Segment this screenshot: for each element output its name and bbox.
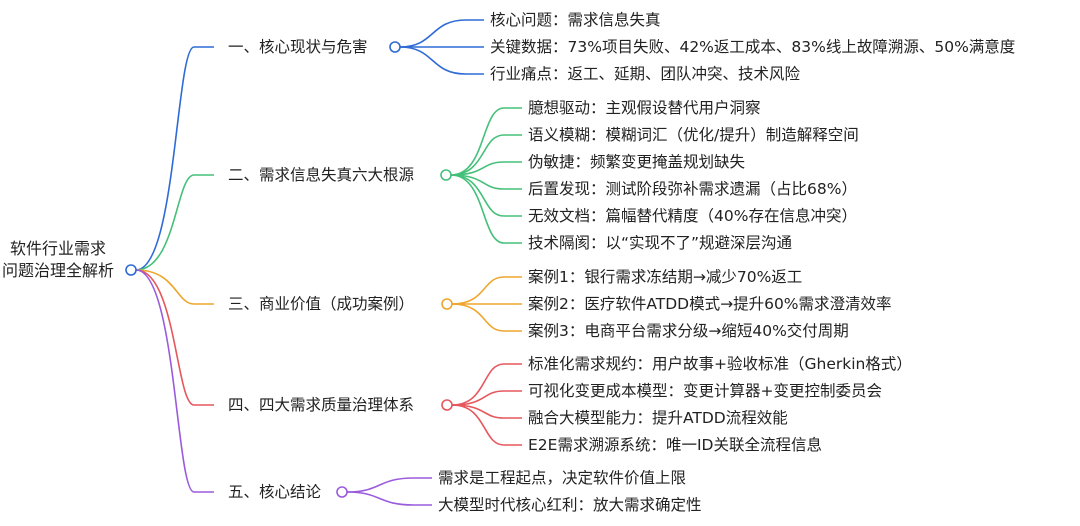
leaf-node[interactable]: 标准化需求规约：用户故事+验收标准（Gherkin格式） bbox=[528, 355, 912, 373]
leaf-connector bbox=[450, 161, 522, 176]
branch-connector bbox=[135, 269, 214, 493]
leaf-node[interactable]: 大模型时代核心红利：放大需求确定性 bbox=[438, 496, 702, 514]
leaf-connector bbox=[450, 174, 522, 217]
branch-node-5[interactable]: 五、核心结论 bbox=[228, 483, 322, 501]
leaf-node[interactable]: 无效文档：篇幅替代精度（40%存在信息冲突） bbox=[528, 207, 857, 225]
branch-node-3[interactable]: 三、商业价值（成功案例） bbox=[228, 295, 415, 313]
branch-node-2[interactable]: 二、需求信息失真六大根源 bbox=[228, 166, 415, 184]
leaf-node[interactable]: 关键数据：73%项目失败、42%返工成本、83%线上故障溯源、50%满意度 bbox=[490, 38, 1016, 56]
leaf-node[interactable]: 伪敏捷：频繁变更掩盖规划缺失 bbox=[528, 153, 746, 171]
leaf-node[interactable]: 后置发现：测试阶段弥补需求遗漏（占比68%） bbox=[528, 180, 857, 198]
branch-connector bbox=[135, 269, 214, 305]
leaf-node[interactable]: 案例3：电商平台需求分级→缩短40%交付周期 bbox=[528, 322, 849, 340]
root-collapse-toggle-icon[interactable] bbox=[125, 264, 137, 276]
root-title-line2: 问题治理全解析 bbox=[2, 261, 115, 280]
leaf-node[interactable]: 案例1：银行需求冻结期→减少70%返工 bbox=[528, 268, 803, 286]
root-title-line1: 软件行业需求 bbox=[10, 239, 107, 258]
leaf-connector bbox=[450, 107, 522, 176]
leaf-node[interactable]: 核心问题：需求信息失真 bbox=[490, 11, 661, 29]
leaf-connector bbox=[399, 46, 484, 75]
leaf-connector bbox=[346, 491, 432, 506]
leaf-node[interactable]: 技术隔阂：以“实现不了”规避深层沟通 bbox=[528, 234, 793, 252]
collapse-toggle-icon[interactable] bbox=[441, 298, 453, 310]
leaf-node[interactable]: 臆想驱动：主观假设替代用户洞察 bbox=[528, 99, 761, 117]
leaf-connector bbox=[451, 390, 522, 406]
branch-node-1[interactable]: 一、核心现状与危害 bbox=[228, 38, 368, 56]
leaf-connector bbox=[450, 134, 522, 176]
leaf-node[interactable]: 可视化变更成本模型：变更计算器+变更控制委员会 bbox=[528, 382, 882, 400]
branch-connector bbox=[135, 269, 214, 406]
branch-connector bbox=[135, 174, 214, 271]
leaf-connector bbox=[451, 276, 522, 305]
leaf-connector bbox=[451, 303, 522, 332]
collapse-toggle-icon[interactable] bbox=[389, 41, 401, 53]
leaf-connector bbox=[451, 404, 522, 446]
leaf-node[interactable]: 融合大模型能力：提升ATDD流程效能 bbox=[528, 409, 788, 427]
leaf-connector bbox=[450, 174, 522, 190]
leaf-node[interactable]: 案例2：医疗软件ATDD模式→提升60%需求澄清效率 bbox=[528, 295, 892, 313]
collapse-toggle-icon[interactable] bbox=[440, 169, 452, 181]
leaf-node[interactable]: 需求是工程起点，决定软件价值上限 bbox=[438, 469, 687, 487]
leaf-connector bbox=[450, 174, 522, 244]
leaf-node[interactable]: E2E需求溯源系统：唯一ID关联全流程信息 bbox=[528, 436, 822, 454]
branch-connector bbox=[135, 46, 214, 271]
leaf-connector bbox=[451, 404, 522, 419]
leaf-connector bbox=[346, 477, 432, 493]
collapse-toggle-icon[interactable] bbox=[336, 486, 348, 498]
collapse-toggle-icon[interactable] bbox=[441, 399, 453, 411]
leaf-node[interactable]: 语义模糊：模糊词汇（优化/提升）制造解释空间 bbox=[528, 126, 859, 144]
leaf-connector bbox=[399, 19, 484, 48]
leaf-node[interactable]: 行业痛点：返工、延期、团队冲突、技术风险 bbox=[490, 65, 801, 83]
leaf-connector bbox=[451, 363, 522, 406]
branch-node-4[interactable]: 四、四大需求质量治理体系 bbox=[228, 396, 415, 414]
